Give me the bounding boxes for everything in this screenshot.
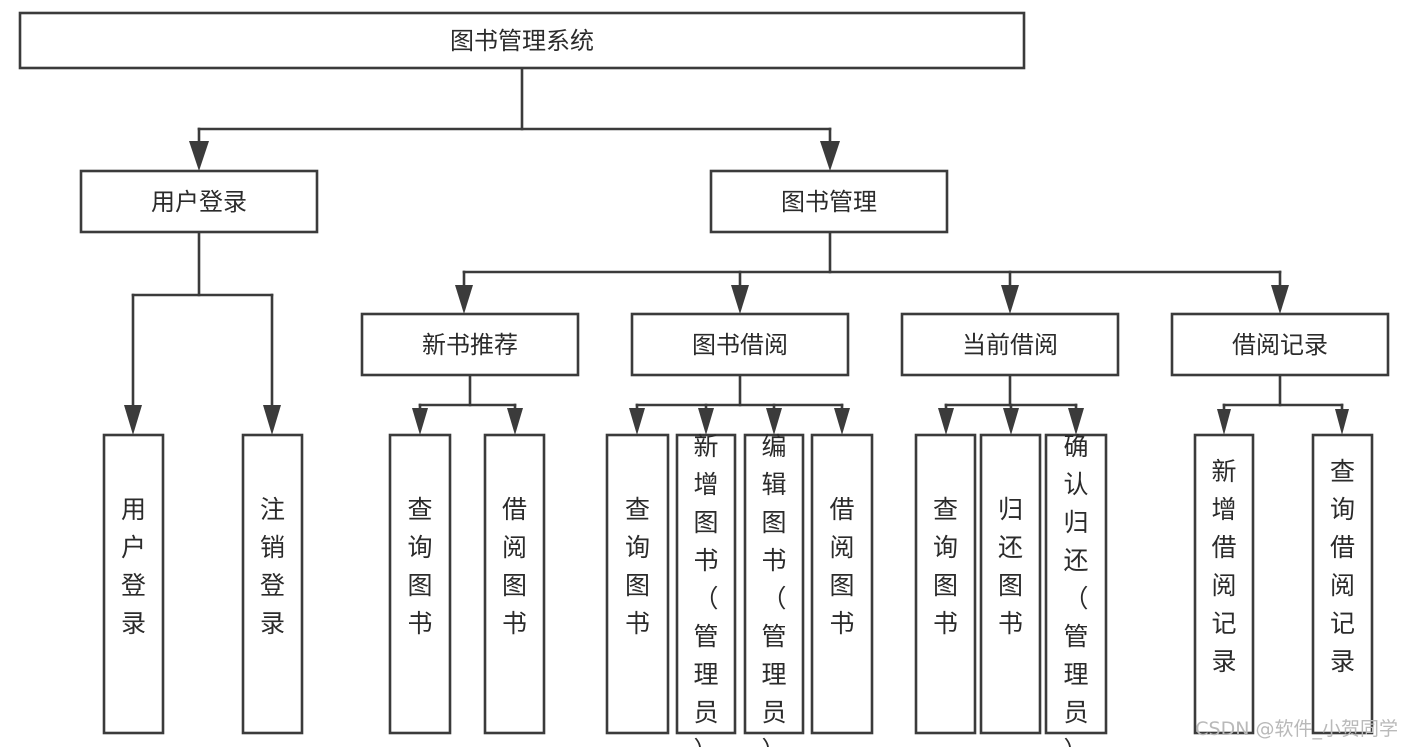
- leaf-node[interactable]: 查询图书: [605, 433, 670, 735]
- node-current-borrow[interactable]: 当前借阅: [900, 312, 1120, 377]
- node-root-box[interactable]: [18, 11, 1026, 70]
- leaf-node-box[interactable]: [810, 433, 874, 735]
- leaf-node[interactable]: 查询图书: [388, 433, 452, 735]
- leaf-node-label: 注销登录: [260, 495, 285, 638]
- leaf-node-box[interactable]: [1044, 433, 1108, 735]
- arrow-head-borrow-record: [1271, 285, 1289, 314]
- leaf-node-box[interactable]: [1311, 433, 1374, 735]
- leaf-node-label: 新增借阅记录: [1211, 457, 1236, 676]
- arrow-head-leaf-return-book: [1003, 408, 1019, 435]
- node-user-login[interactable]: 用户登录: [79, 169, 319, 234]
- leaf-node[interactable]: 查询借阅记录: [1311, 433, 1374, 735]
- arrow-head-leaf-logout: [263, 405, 281, 435]
- node-book-manage-box[interactable]: [709, 169, 949, 234]
- leaf-node[interactable]: 注销登录: [241, 433, 304, 735]
- leaf-node-box[interactable]: [914, 433, 977, 735]
- node-root[interactable]: 图书管理系统: [18, 11, 1026, 70]
- node-borrow-record-label: 借阅记录: [1232, 331, 1328, 359]
- arrow-head-leaf-add-book: [698, 408, 714, 435]
- arrow-head-leaf-query-book-3: [938, 408, 954, 435]
- node-book-manage-label: 图书管理: [781, 188, 877, 216]
- leaf-node[interactable]: 确认归还（管理员）: [1044, 432, 1108, 747]
- arrow-head-user-login: [189, 141, 209, 171]
- arrow-head-book-borrow: [731, 285, 749, 314]
- node-new-book-rec[interactable]: 新书推荐: [360, 312, 580, 377]
- leaf-node-label: 确认归还（管理员）: [1063, 432, 1088, 747]
- csdn-watermark: CSDN @软件_小贺同学: [1195, 718, 1398, 740]
- leaf-node[interactable]: 借阅图书: [810, 433, 874, 735]
- arrow-head-leaf-user-login: [124, 405, 142, 435]
- connector-layer: [124, 66, 1349, 435]
- node-book-borrow-label: 图书借阅: [692, 331, 788, 359]
- arrow-head-leaf-query-record: [1335, 409, 1349, 435]
- leaf-node-box[interactable]: [979, 433, 1042, 735]
- node-new-book-rec-box[interactable]: [360, 312, 580, 377]
- leaf-node-box[interactable]: [605, 433, 670, 735]
- arrow-head-leaf-borrow-book-2: [834, 408, 850, 435]
- arrow-head-new-book-rec: [455, 285, 473, 314]
- leaf-node[interactable]: 借阅图书: [483, 433, 546, 735]
- leaf-layer: 用户登录 注销登录 查询图书 借阅图书 查询图书 新增图书（管理员） 编辑图书（管理员） 借阅…: [102, 432, 1374, 747]
- leaf-node-box[interactable]: [241, 433, 304, 735]
- leaf-node-box[interactable]: [743, 433, 805, 735]
- leaf-node-label: 查询图书: [933, 495, 958, 638]
- leaf-node-box[interactable]: [1193, 433, 1255, 735]
- leaf-node-label: 查询图书: [625, 495, 650, 638]
- leaf-node-label: 查询图书: [407, 495, 432, 638]
- arrow-head-leaf-edit-book: [766, 408, 782, 435]
- arrow-head-leaf-confirm-return: [1068, 408, 1084, 435]
- arrow-head-book-manage: [820, 141, 840, 171]
- leaf-node[interactable]: 新增借阅记录: [1193, 433, 1255, 735]
- leaf-node[interactable]: 新增图书（管理员）: [675, 432, 737, 747]
- leaf-node[interactable]: 查询图书: [914, 433, 977, 735]
- node-book-borrow-box[interactable]: [630, 312, 850, 377]
- arrow-head-leaf-query-book-1: [412, 408, 428, 435]
- leaf-node[interactable]: 归还图书: [979, 433, 1042, 735]
- leaf-node[interactable]: 用户登录: [102, 433, 165, 735]
- leaf-node-label: 查询借阅记录: [1330, 457, 1355, 676]
- arrow-head-leaf-borrow-book-1: [507, 408, 523, 435]
- node-user-login-box[interactable]: [79, 169, 319, 234]
- arrow-head-leaf-add-record: [1217, 409, 1231, 435]
- node-user-login-label: 用户登录: [151, 188, 247, 216]
- node-book-borrow[interactable]: 图书借阅: [630, 312, 850, 377]
- leaf-node-box[interactable]: [388, 433, 452, 735]
- leaf-node-box[interactable]: [675, 433, 737, 735]
- node-new-book-rec-label: 新书推荐: [422, 331, 518, 359]
- arrow-head-leaf-query-book-2: [629, 408, 645, 435]
- leaf-node[interactable]: 编辑图书（管理员）: [743, 432, 805, 747]
- leaf-node-label: 编辑图书（管理员）: [761, 432, 786, 747]
- leaf-node-box[interactable]: [483, 433, 546, 735]
- node-root-label: 图书管理系统: [450, 27, 594, 55]
- node-borrow-record-box[interactable]: [1170, 312, 1390, 377]
- node-current-borrow-box[interactable]: [900, 312, 1120, 377]
- leaf-node-box[interactable]: [102, 433, 165, 735]
- leaf-node-label: 用户登录: [121, 495, 146, 638]
- node-borrow-record[interactable]: 借阅记录: [1170, 312, 1390, 377]
- leaf-node-label: 借阅图书: [829, 495, 854, 638]
- arrow-head-current-borrow: [1001, 285, 1019, 314]
- leaf-node-label: 新增图书（管理员）: [693, 432, 718, 747]
- leaf-node-label: 归还图书: [998, 495, 1023, 638]
- node-book-manage[interactable]: 图书管理: [709, 169, 949, 234]
- node-current-borrow-label: 当前借阅: [962, 331, 1058, 359]
- leaf-node-label: 借阅图书: [502, 495, 527, 638]
